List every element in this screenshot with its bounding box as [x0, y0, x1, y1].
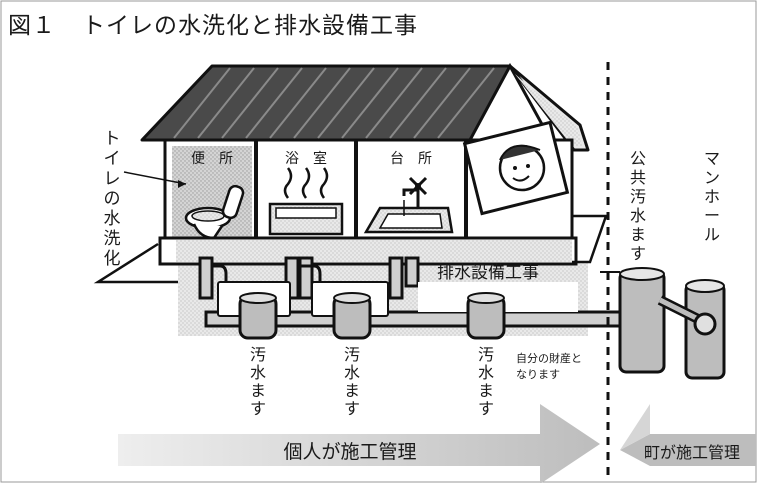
ground-line-right — [572, 214, 608, 264]
banner-town: 町が施工管理 — [620, 404, 756, 466]
room-label-kitchen: 台 所 — [390, 151, 432, 167]
banner-town-label: 町が施工管理 — [644, 443, 740, 462]
public-basin — [618, 267, 666, 374]
figure-caption: トイレの水洗化と排水設備工事 — [82, 13, 418, 39]
banner-individual-label: 個人が施工管理 — [283, 441, 416, 463]
sink-icon — [363, 176, 454, 234]
banner-individual: 個人が施工管理 — [118, 404, 600, 483]
basin-3 — [466, 292, 506, 340]
toilet-icon — [184, 184, 245, 240]
label-public-basin: 公共汚水ます — [630, 149, 646, 263]
figure-number: 図１ — [8, 13, 56, 39]
basin-1 — [238, 292, 278, 340]
manhole — [657, 279, 726, 380]
room-label-toilet: 便 所 — [191, 151, 233, 167]
label-basin-1: 汚水ます — [250, 345, 266, 418]
window-with-person-icon — [462, 120, 570, 216]
label-own-property-line2: なります — [516, 368, 560, 381]
room-label-bath: 浴 室 — [285, 150, 327, 167]
label-manhole: マンホール — [704, 149, 720, 244]
label-basin-3: 汚水ます — [478, 345, 494, 418]
bathtub-icon — [268, 167, 344, 236]
basin-2 — [332, 292, 372, 340]
label-own-property-line1: 自分の財産と — [516, 351, 582, 365]
leader-line — [123, 171, 187, 185]
label-basin-2: 汚水ます — [344, 345, 360, 418]
ground-line-left — [93, 242, 178, 284]
label-drainage-work: 排水設備工事 — [437, 263, 539, 283]
label-toilet-flush: トイレの水洗化 — [104, 129, 121, 269]
figure-title: 図１ トイレの水洗化と排水設備工事 — [8, 6, 418, 40]
